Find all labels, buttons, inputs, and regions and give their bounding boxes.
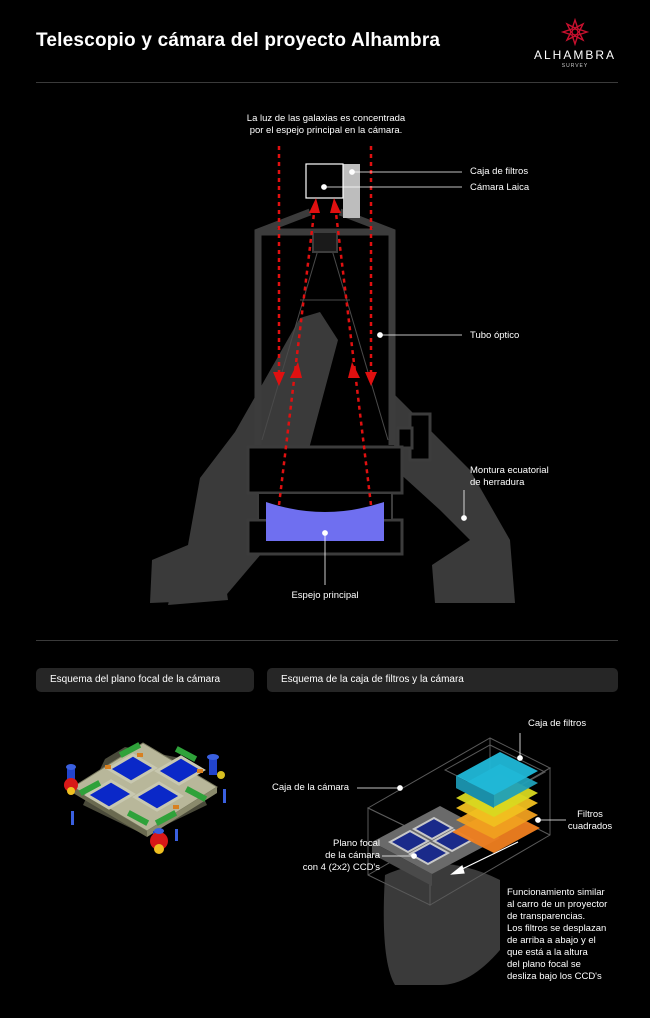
description-line: que está a la altura [507,947,588,958]
logo-text: ALHAMBRA [533,48,617,62]
description-line: del plano focal se [507,959,581,970]
light-caption: La luz de las galaxias es concentrada po… [196,113,456,137]
logo-star-icon [560,18,590,47]
mount-left-arm [150,312,338,603]
actuator-bottom [150,828,168,854]
filter-box-label: Caja de filtros [470,166,529,177]
page-title: Telescopio y cámara del proyecto Alhambr… [36,30,441,51]
actuator-left [64,764,78,795]
mount-label: Montura ecuatorial de herradura [470,465,549,489]
description-line: Los filtros se desplazan [507,923,607,934]
focal-plane-section-title: Esquema del plano focal de la cámara [36,668,254,692]
focal-plane-line3: con 4 (2x2) CCD's [302,862,380,873]
mirror-label: Espejo principal [291,590,359,601]
focal-plane-line1: Plano focal [332,838,380,849]
camera-label: Cámara Laica [470,182,530,193]
mount-label-line2: de herradura [470,477,525,488]
description-line: de transparencias. [507,911,586,922]
description-line: al carro de un proyector [507,899,608,910]
section-divider [36,640,618,641]
mirror-cell-box [246,445,404,495]
logo-subtext: SURVEY [561,63,589,69]
telescope-diagram [150,146,515,605]
actuator-right [207,754,225,779]
focal-plane-line2: de la cámara [325,850,380,861]
mechanism-description: Funcionamiento similar al carro de un pr… [507,887,632,983]
description-line: de arriba a abajo y el [507,935,596,946]
camera-box-label: Caja de la cámara [272,782,350,793]
light-caption-line1: La luz de las galaxias es concentrada [246,113,406,124]
optical-tube-label: Tubo óptico [470,330,520,341]
square-filters-label: Filtros cuadrados [560,809,620,833]
focal-plane-label: Plano focal de la cámara con 4 (2x2) CCD… [270,838,380,874]
square-filters-line1: Filtros [577,809,603,820]
mount-label-line1: Montura ecuatorial [470,465,549,476]
filter-scheme-filter-box-label: Caja de filtros [528,718,587,729]
description-line: desliza bajo los CCD's [507,971,602,982]
camera-box-shape [305,163,344,199]
square-filters-line2: cuadrados [567,821,613,832]
description-line: Funcionamiento similar [507,887,605,898]
alhambra-logo: ALHAMBRA SURVEY [530,18,620,70]
light-caption-line2: por el espejo principal en la cámara. [249,125,403,136]
main-mirror [266,502,384,541]
filter-box-shape [343,164,360,218]
filter-camera-section-title: Esquema de la caja de filtros y la cámar… [267,668,618,692]
header-divider [36,82,618,83]
